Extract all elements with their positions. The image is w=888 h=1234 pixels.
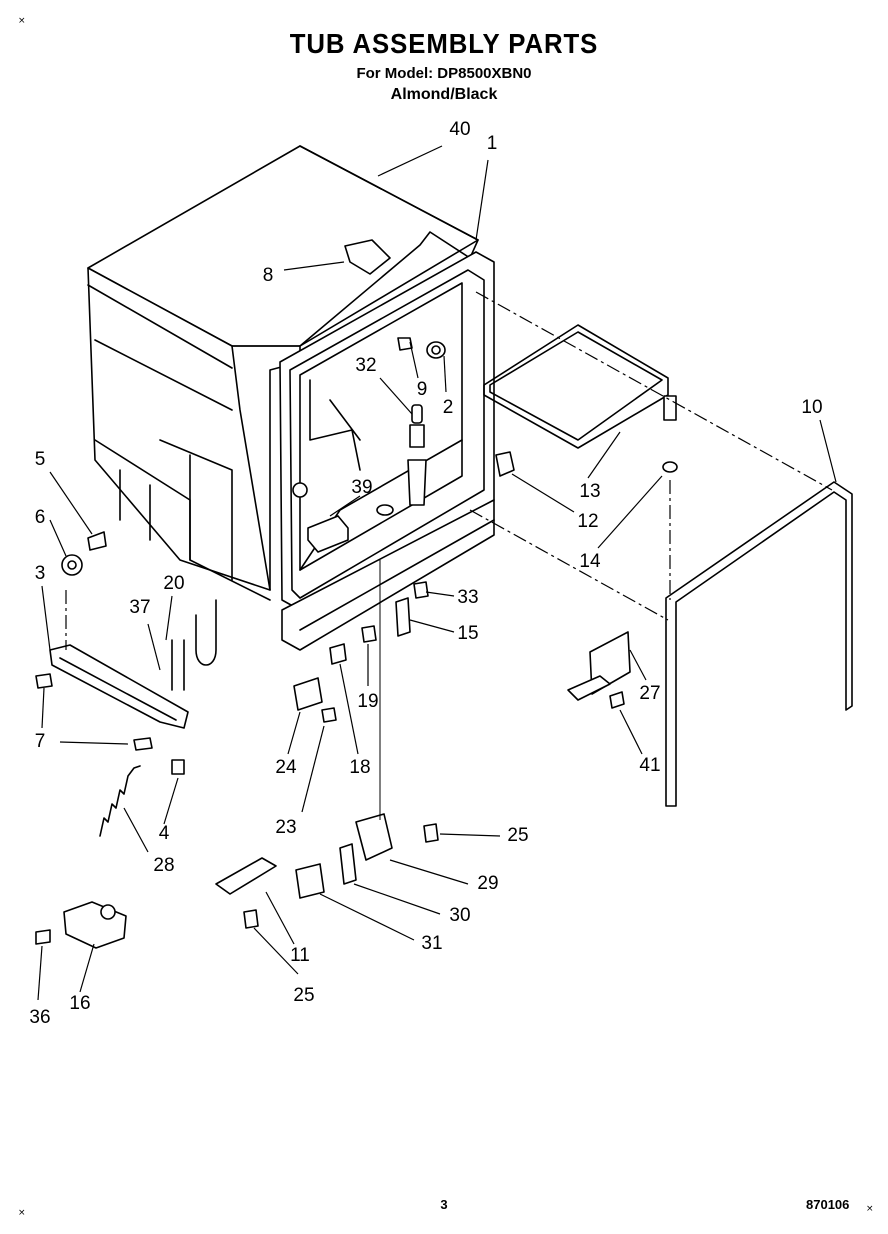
callout-24: 24 [275,757,297,778]
callout-6: 6 [34,507,46,528]
callout-9: 9 [416,379,428,400]
callout-32: 32 [355,355,377,376]
callout-30: 30 [449,905,471,926]
callout-1: 1 [486,133,498,154]
latch-parts [215,560,439,929]
heating-element [483,324,678,473]
door-rail [665,481,853,807]
corner-mark-bottom-left: × [18,1208,26,1218]
corner-mark-bottom-right: × [866,1204,874,1214]
right-bracket [567,631,631,709]
document-code: 870106 [806,1197,850,1212]
callout-8: 8 [262,265,274,286]
callout-13: 13 [579,481,601,502]
page-number: 3 [440,1197,448,1212]
model-subtitle: For Model: DP8500XBN0 [356,65,532,82]
callout-20: 20 [163,573,185,594]
callout-16: 16 [69,993,91,1014]
callout-5: 5 [34,449,46,470]
water-valve [35,901,127,949]
callout-19: 19 [357,691,379,712]
callout-40: 40 [449,119,471,140]
callout-7: 7 [34,731,46,752]
page-title: TUB ASSEMBLY PARTS [289,28,599,59]
callout-28: 28 [153,855,175,876]
callout-33: 33 [457,587,479,608]
callout-4: 4 [158,823,170,844]
leader-lines [37,145,837,1001]
callout-2: 2 [442,397,454,418]
color-subtitle: Almond/Black [390,86,498,103]
callout-18: 18 [349,757,371,778]
corner-mark-top: × [18,16,26,26]
callout-3: 3 [34,563,46,584]
callout-12: 12 [577,511,599,532]
alignment-lines [65,291,833,650]
callout-14: 14 [579,551,601,572]
callout-39: 39 [351,477,373,498]
callout-25-upper: 25 [507,825,529,846]
callout-41: 41 [639,755,661,776]
callout-29: 29 [477,873,499,894]
lower-center-parts [293,581,429,723]
sump-components [292,239,515,553]
callout-23: 23 [275,817,297,838]
callout-37: 37 [129,597,151,618]
callout-25-lower: 25 [293,985,315,1006]
callout-15: 15 [457,623,479,644]
callout-36: 36 [29,1007,51,1028]
callout-11: 11 [290,945,310,966]
callout-10: 10 [801,397,823,418]
callout-31: 31 [421,933,443,954]
front-rail [35,531,217,837]
callout-27: 27 [639,683,661,704]
